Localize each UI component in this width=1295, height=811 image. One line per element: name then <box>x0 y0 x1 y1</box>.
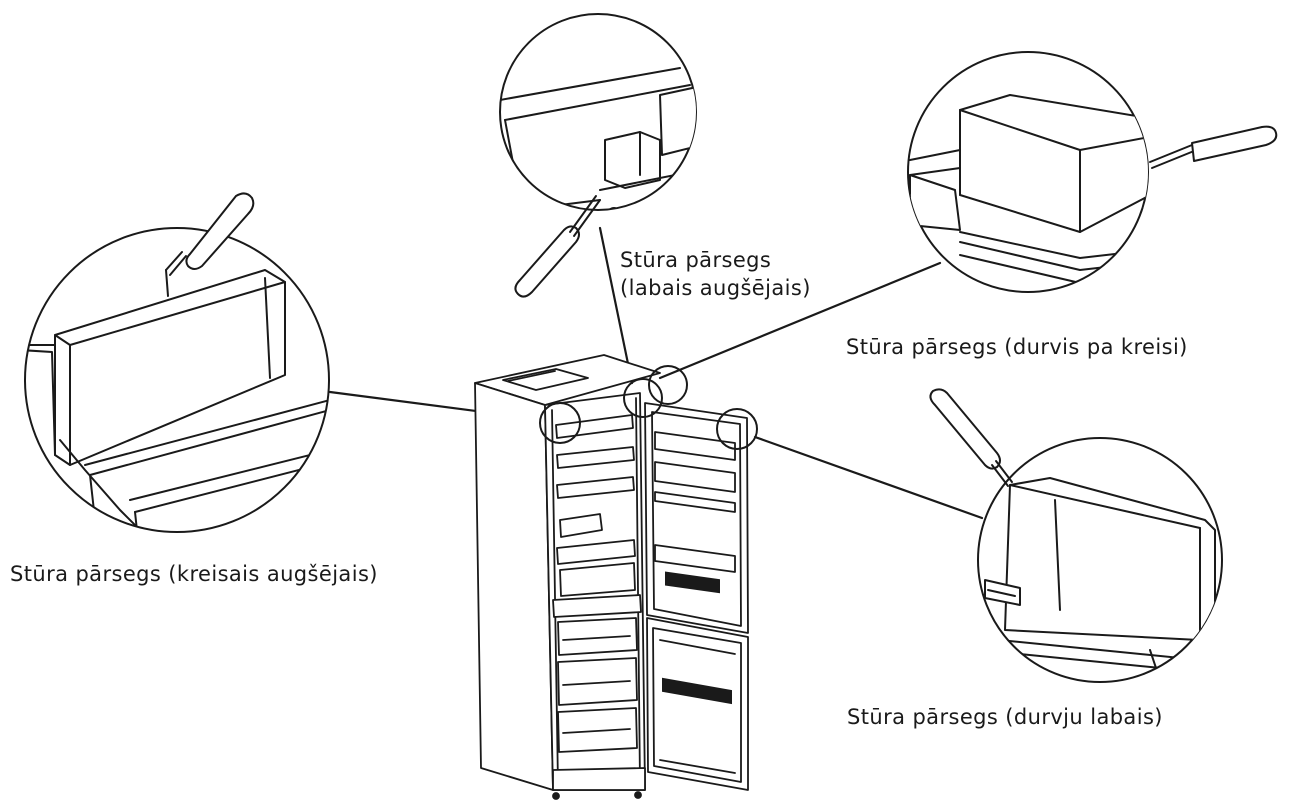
refrigerator <box>474 354 758 800</box>
detail-corner-door-right <box>929 388 1223 683</box>
upper-door <box>644 402 749 634</box>
label-corner-cover-top-right: Stūra pārsegs (labais augšējais) <box>620 246 811 302</box>
detail-corner-door-left <box>907 51 1278 293</box>
label-corner-cover-door-left: Stūra pārsegs (durvis pa kreisi) <box>846 335 1188 359</box>
screwdriver-icon <box>514 195 601 298</box>
highlight-circle-top-left <box>539 402 581 444</box>
leader-line-top-right <box>598 226 634 385</box>
leader-line-door-left <box>658 261 942 380</box>
label-corner-cover-top-left: Stūra pārsegs (kreisais augšējais) <box>10 562 378 586</box>
detail-corner-top-right <box>499 13 697 298</box>
freezer-drawers <box>557 617 638 753</box>
screwdriver-icon <box>1149 125 1278 169</box>
label-line-2: (labais augšējais) <box>620 276 811 300</box>
label-line-1: Stūra pārsegs <box>620 248 772 272</box>
detail-corner-top-left <box>24 192 330 533</box>
highlight-circle-top-right <box>623 378 663 418</box>
screwdriver-icon <box>929 388 1013 487</box>
label-corner-cover-door-right: Stūra pārsegs (durvju labais) <box>847 705 1163 729</box>
corner-highlight-circles <box>539 365 758 450</box>
leader-line-door-right <box>753 435 984 520</box>
fridge-shelves <box>555 414 636 597</box>
highlight-circle-door-right <box>716 408 758 450</box>
lower-door <box>646 617 749 791</box>
highlight-circle-door-left <box>648 365 688 405</box>
screwdriver-icon <box>165 192 255 297</box>
